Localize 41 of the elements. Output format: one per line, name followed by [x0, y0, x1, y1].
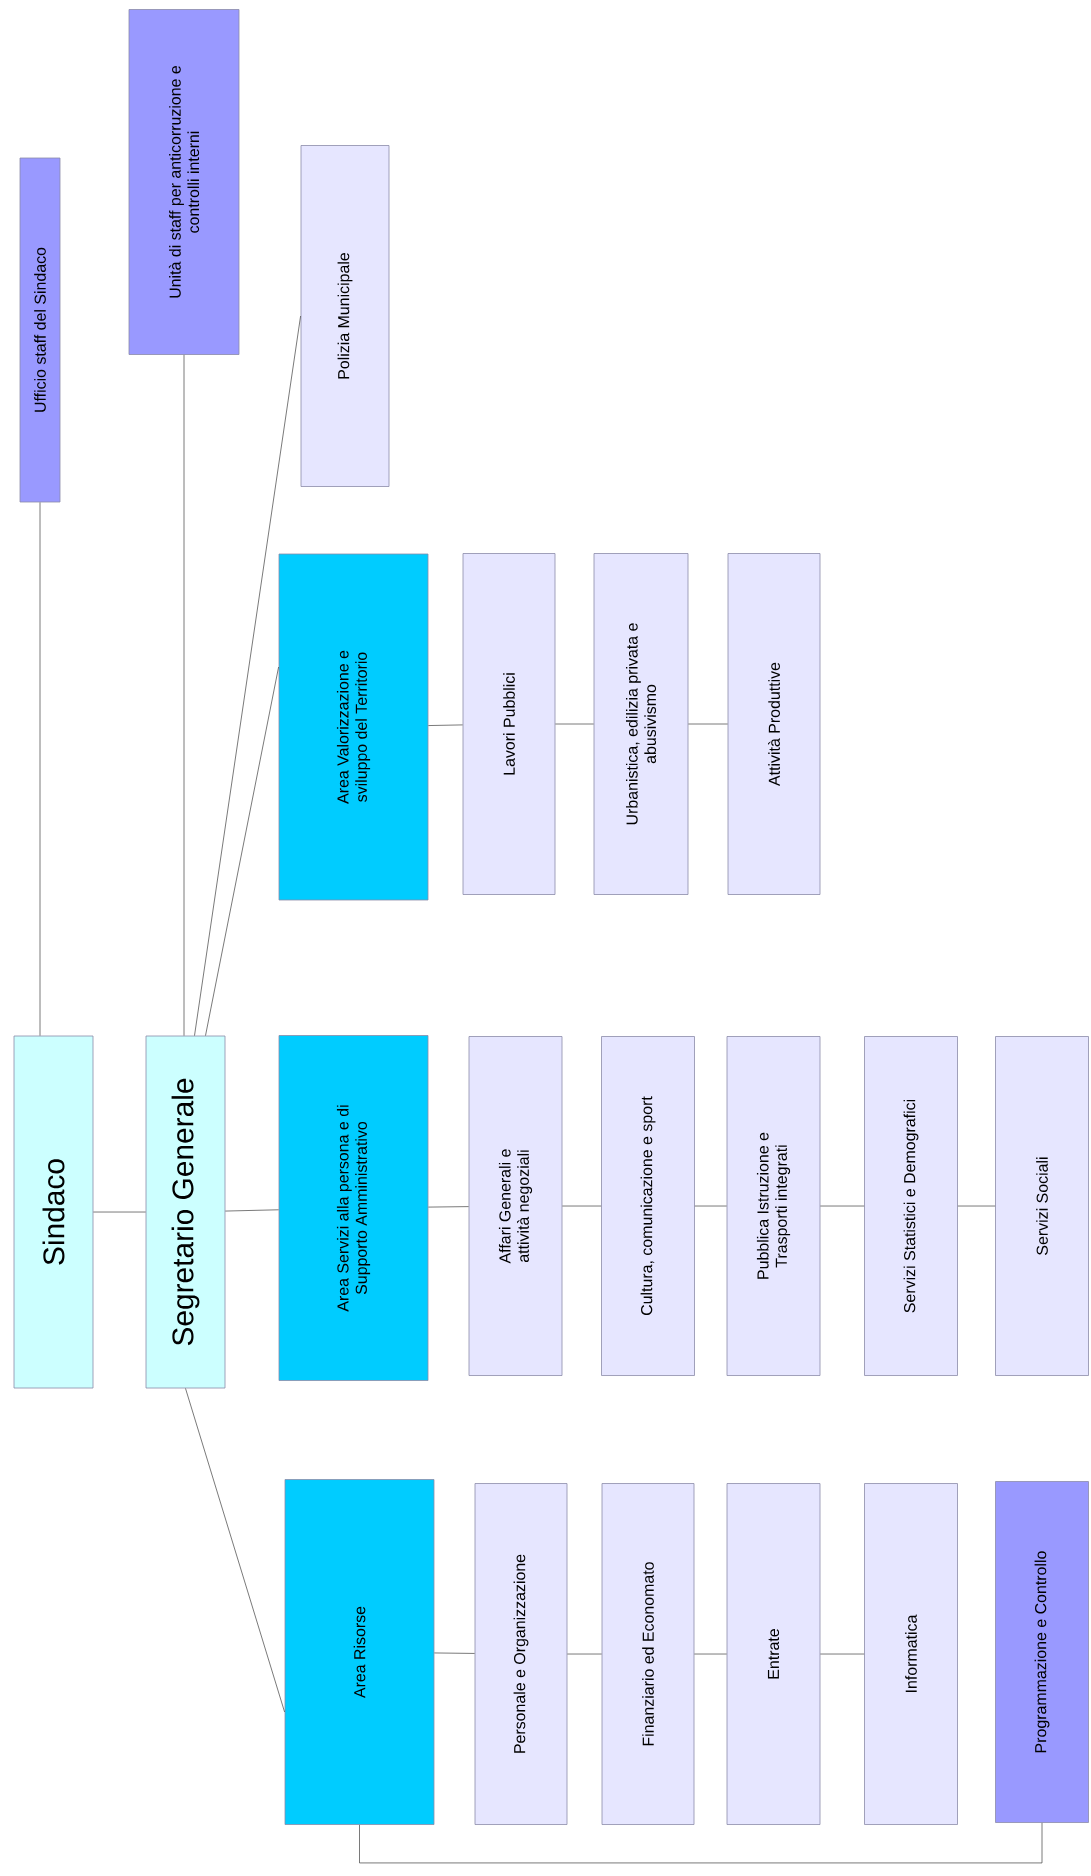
leader-box: Sindaco	[13, 1035, 94, 1389]
connector-line	[562, 1205, 602, 1207]
connector-line	[359, 1822, 1043, 1864]
connector-line	[185, 1388, 285, 1713]
unit-box: Lavori Pubblici	[462, 553, 556, 895]
unit-box: Entrate	[726, 1483, 821, 1825]
unit-box: Servizi Sociali	[995, 1036, 1089, 1376]
connector-line	[567, 1653, 602, 1655]
leader-box: Segretario Generale	[145, 1035, 226, 1389]
connector-line	[820, 1653, 865, 1655]
area-box: Area Valorizzazione e sviluppo del Territorio	[278, 553, 429, 901]
unit-box: Finanziario ed Economato	[601, 1483, 695, 1825]
unit-box: Personale e Organizzazione	[474, 1483, 568, 1825]
connector-line	[957, 1205, 996, 1207]
unit-box: Servizi Statistici e Demografici	[864, 1036, 958, 1376]
unit-box: Informatica	[864, 1483, 958, 1825]
connector-line	[183, 354, 185, 1036]
connector-line	[694, 1205, 727, 1207]
connector-line	[555, 723, 594, 725]
connector-line	[39, 502, 41, 1036]
connector-line	[205, 666, 279, 1036]
connector-line	[194, 315, 301, 1036]
unit-box: Attività Produttive	[727, 553, 821, 895]
unit-box: Polizia Municipale	[300, 145, 390, 487]
staff-box: Unità di staff per anticorruzione e controlli interni	[128, 9, 240, 355]
area-box: Area Servizi alla persona e di Supporto Amministrativo	[278, 1035, 429, 1381]
unit-box: Cultura, comunicazione e sport	[601, 1036, 695, 1376]
staff-box: Ufficio staff del Sindaco	[19, 157, 61, 503]
unit-box: Affari Generali e attività negoziali	[468, 1036, 563, 1376]
connector-line	[93, 1211, 146, 1213]
connector-line	[428, 1206, 469, 1208]
connector-line	[694, 1653, 727, 1655]
connector-line	[428, 724, 463, 726]
connector-line	[688, 723, 728, 725]
unit-box: Urbanistica, edilizia privata e abusivismo	[593, 553, 689, 895]
connector-line	[434, 1652, 475, 1654]
connector-line	[225, 1209, 279, 1212]
unit-box: Pubblica Istruzione e Trasporti integrati	[726, 1036, 821, 1376]
connector-line	[820, 1205, 865, 1207]
area-box: Area Risorse	[284, 1479, 435, 1825]
staff-box: Programmazione e Controllo	[995, 1481, 1089, 1823]
